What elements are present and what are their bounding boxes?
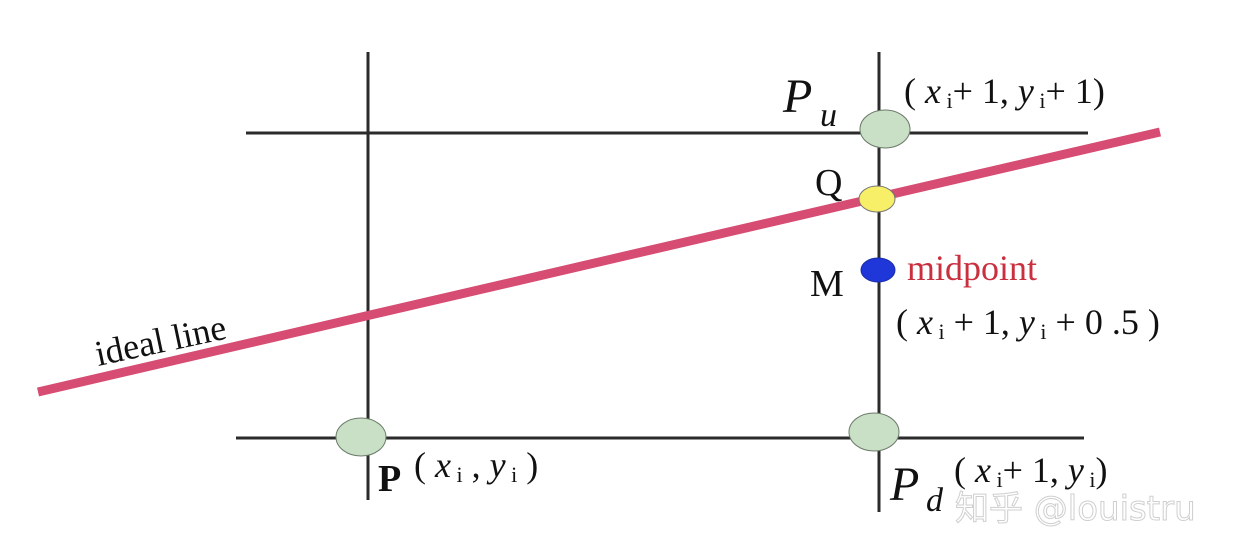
- p-label: P: [378, 458, 401, 500]
- pu-subscript: u: [820, 97, 837, 134]
- upper-pixel-pu: [859, 109, 911, 149]
- intersection-point-q: [858, 185, 896, 213]
- pd-coordinate-label: ( x i+ 1, y i): [954, 450, 1108, 492]
- midpoint-m: [860, 257, 896, 283]
- pu-label: P: [782, 70, 812, 123]
- current-pixel-p: [335, 417, 387, 457]
- pd-subscript: d: [926, 482, 944, 519]
- upper-coordinate-label: ( x i+ 1, y i+ 1): [904, 71, 1105, 113]
- pd-label: P: [889, 458, 919, 511]
- m-label: M: [810, 263, 844, 305]
- ideal-line: [36, 127, 1162, 397]
- watermark-text: 知乎 @louistru: [955, 489, 1196, 529]
- lower-pixel-pd: [848, 412, 900, 452]
- q-label: Q: [815, 162, 842, 204]
- p-coordinate-label: ( x i , y i ): [414, 445, 538, 487]
- midpoint-label: midpoint: [907, 248, 1037, 288]
- midpoint-coordinate-label: ( x i + 1, y i + 0 .5 ): [896, 302, 1160, 344]
